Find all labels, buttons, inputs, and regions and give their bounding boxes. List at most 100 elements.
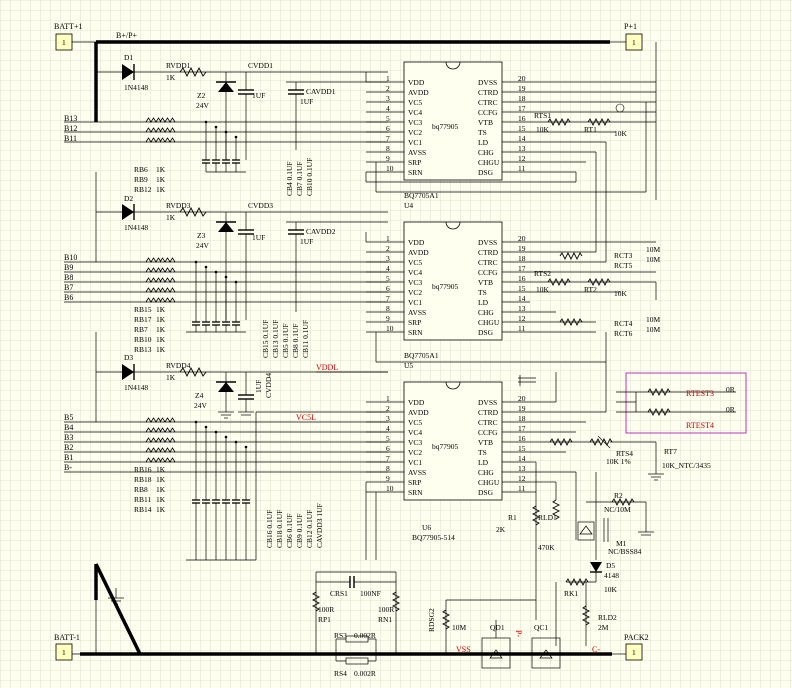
zigzag-resistor — [145, 297, 162, 303]
pin-number: 11 — [518, 484, 525, 493]
svg-text:100R: 100R — [318, 605, 334, 614]
svg-text:10K 1%: 10K 1% — [606, 457, 631, 466]
pin-name: CCFG — [478, 268, 498, 277]
svg-text:VDDL: VDDL — [316, 363, 338, 372]
pin-number: 2 — [386, 404, 390, 413]
pin-number: 13 — [518, 304, 526, 313]
svg-text:B12: B12 — [64, 124, 77, 133]
zigzag-resistor — [159, 287, 176, 293]
pin-number: 7 — [386, 294, 390, 303]
svg-text:0R: 0R — [726, 385, 735, 394]
pin-number: 15 — [518, 444, 526, 453]
pin-name: CTRC — [478, 98, 498, 107]
pin-number: 19 — [518, 84, 526, 93]
pin-number: 14 — [518, 294, 526, 303]
pin-number: 12 — [518, 474, 526, 483]
zigzag-resistor — [159, 127, 176, 133]
svg-text:CB16 0.1UF: CB16 0.1UF — [265, 510, 274, 548]
pin-name: SRP — [408, 318, 421, 327]
pin-number: 18 — [518, 94, 526, 103]
zigzag-resistor — [145, 437, 162, 443]
pin-name: LD — [478, 298, 489, 307]
pin-number: 17 — [518, 424, 526, 433]
pin-name: DSG — [478, 328, 494, 337]
zigzag-resistor — [145, 447, 162, 453]
pin-number: 3 — [386, 94, 390, 103]
svg-text:1K: 1K — [156, 475, 166, 484]
svg-text:RCT5: RCT5 — [614, 261, 633, 270]
svg-text:0R: 0R — [726, 405, 735, 414]
svg-text:P+1: P+1 — [624, 22, 637, 31]
pin-number: 14 — [518, 454, 526, 463]
pin-name: CHGU — [478, 158, 500, 167]
pin-name: SRN — [408, 168, 423, 177]
svg-text:0.002R: 0.002R — [354, 669, 376, 678]
svg-text:1K: 1K — [166, 73, 176, 82]
pin-number: 8 — [386, 304, 390, 313]
pin-number: 17 — [518, 104, 526, 113]
pin-name: AVSS — [408, 148, 426, 157]
pin-number: 8 — [386, 144, 390, 153]
pin-number: 13 — [518, 464, 526, 473]
svg-text:10M: 10M — [646, 325, 661, 334]
pin-name: CTRD — [478, 408, 499, 417]
svg-text:B9: B9 — [64, 263, 73, 272]
pin-number: 10 — [386, 164, 394, 173]
right-side-wiring: RTS1 10K RT1 10K RCT3 10M RCT5 10M RTS2 … — [365, 42, 747, 669]
cap-bank-labels-1: CB4 0.1UF CB7 0.1UF CB10 0.1UF — [285, 158, 314, 196]
pin-name: VC3 — [408, 118, 422, 127]
pin-number: 5 — [386, 274, 390, 283]
svg-text:CB8 0.1UF: CB8 0.1UF — [291, 323, 300, 358]
svg-text:2K: 2K — [496, 525, 506, 534]
svg-text:B5: B5 — [64, 413, 73, 422]
pin-number: 2 — [386, 84, 390, 93]
svg-text:B11: B11 — [64, 134, 77, 143]
svg-text:1K: 1K — [156, 305, 166, 314]
svg-text:RB18: RB18 — [134, 475, 152, 484]
svg-text:1UF: 1UF — [300, 237, 313, 246]
svg-text:B4: B4 — [64, 423, 73, 432]
pin-name: SRN — [408, 328, 423, 337]
svg-text:RTEST3: RTEST3 — [686, 389, 714, 398]
svg-text:10M: 10M — [452, 623, 467, 632]
svg-text:D3: D3 — [124, 353, 133, 362]
pin-number: 10 — [386, 324, 394, 333]
svg-text:CVDD1: CVDD1 — [248, 61, 273, 70]
pin-name: VC5 — [408, 258, 422, 267]
svg-text:1UF: 1UF — [252, 91, 265, 100]
sense-section: CRS1 100NF 100R RP1 100R RN1 RS3 0.002R … — [108, 482, 401, 678]
pin-name: CHG — [478, 148, 494, 157]
svg-text:Z3: Z3 — [197, 231, 206, 240]
svg-text:B10: B10 — [64, 253, 77, 262]
svg-text:10M: 10M — [646, 315, 661, 324]
svg-text:RB12: RB12 — [134, 185, 152, 194]
svg-text:1K: 1K — [156, 505, 166, 514]
svg-text:24V: 24V — [196, 241, 210, 250]
pin-number: 1 — [386, 234, 390, 243]
zigzag-resistor — [145, 457, 162, 463]
svg-text:1N4148: 1N4148 — [124, 223, 148, 232]
zigzag-resistor — [145, 417, 162, 423]
pin-number: 7 — [386, 134, 390, 143]
svg-text:RB13: RB13 — [134, 345, 152, 354]
pin-number: 16 — [518, 274, 526, 283]
pin-name: TS — [478, 448, 487, 457]
pin-number: 14 — [518, 134, 526, 143]
svg-text:24V: 24V — [194, 401, 208, 410]
chip-center-label: bq77905 — [432, 122, 459, 131]
pin-number: 11 — [518, 164, 525, 173]
svg-text:CB5 0.1UF: CB5 0.1UF — [281, 323, 290, 358]
pin-number: 8 — [386, 464, 390, 473]
pin-name: VC4 — [408, 268, 422, 277]
svg-text:B8: B8 — [64, 273, 73, 282]
pin-name: VC5 — [408, 98, 422, 107]
pin-name: CTRD — [478, 88, 499, 97]
pin-name: CHGU — [478, 318, 500, 327]
svg-text:B2: B2 — [64, 443, 73, 452]
svg-text:BQ7705A1: BQ7705A1 — [404, 191, 439, 200]
svg-text:470K: 470K — [538, 543, 555, 552]
svg-text:1: 1 — [632, 648, 636, 657]
svg-text:RP1: RP1 — [318, 615, 331, 624]
svg-text:CB7 0.1UF: CB7 0.1UF — [295, 161, 304, 196]
